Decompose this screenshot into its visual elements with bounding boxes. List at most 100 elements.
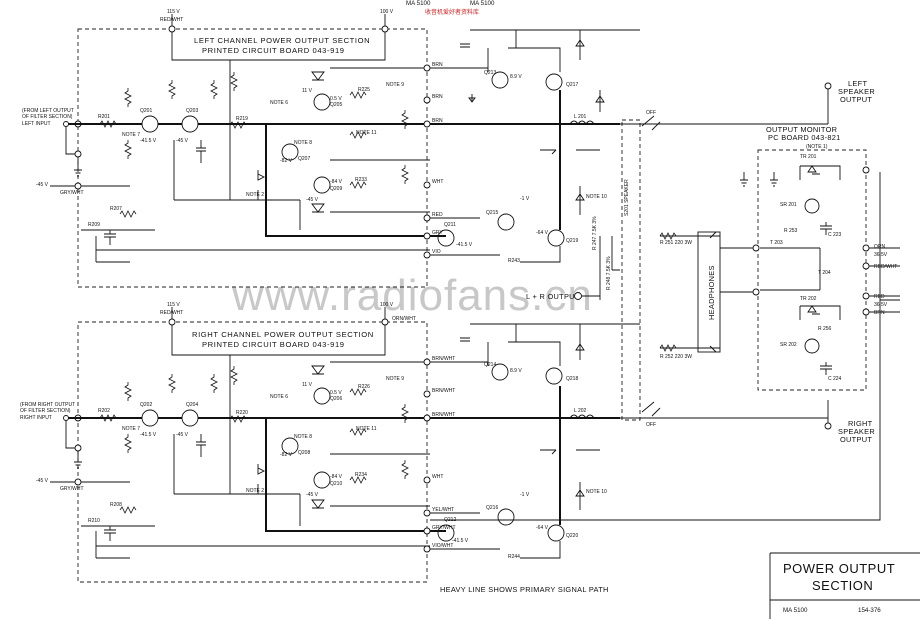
right-volt-6: -84 V: [330, 474, 343, 480]
left-volt-7: -45 V: [306, 197, 319, 203]
right-supply-node: [168, 318, 176, 326]
top-model-label: MA 5100: [406, 0, 431, 7]
monitor-tr201: TR 201: [800, 154, 817, 160]
right-wire-2: BRN/WHT: [432, 388, 455, 394]
left-note-10: NOTE 10: [586, 194, 607, 200]
left-label-r233: R233: [355, 177, 367, 183]
left-wire-2: BRN: [432, 94, 443, 100]
left-label-r219: R219: [236, 116, 248, 122]
left-note-8: NOTE 8: [294, 140, 312, 146]
left-input-jack[interactable]: [63, 121, 69, 127]
left-q211: [437, 229, 455, 247]
right-label-r234: R234: [355, 472, 367, 478]
right-note-10: NOTE 10: [586, 489, 607, 495]
output-monitor-board: OUTPUT MONITOR PC BOARD 043-821 (NOTE 1)…: [720, 125, 900, 391]
left-label-r243: R243: [508, 258, 520, 264]
right-note-8: NOTE 8: [294, 434, 312, 440]
monitor-c224: C 224: [828, 376, 842, 382]
monitor-sr201-label: SR 201: [780, 202, 797, 208]
left-volt-9: -1 V: [520, 196, 530, 202]
right-q218: [545, 367, 563, 385]
monitor-wire-red: RED: [874, 294, 885, 300]
left-wire-4: WHT: [432, 179, 443, 185]
right-q202: [141, 409, 159, 427]
left-speaker-terminal[interactable]: [824, 82, 832, 90]
right-q212: [437, 524, 455, 542]
left-supply-node: [168, 25, 176, 33]
left-board-title: LEFT CHANNEL POWER OUTPUT SECTION: [194, 36, 370, 45]
right-label-q220: Q220: [566, 533, 578, 539]
right-input-label: RIGHT INPUT: [20, 415, 52, 421]
left-volt-4: 0.5 V: [330, 96, 342, 102]
left-speaker-label-1: LEFT: [848, 79, 867, 88]
monitor-c223: C 223: [828, 232, 842, 238]
left-note-6: NOTE 6: [270, 100, 288, 106]
r251-label: R 251 220 3W: [660, 240, 692, 246]
monitor-sr202-label: SR 202: [780, 342, 797, 348]
right-wire-7: VIO/WHT: [432, 543, 453, 549]
right-speaker-terminal[interactable]: [824, 422, 832, 430]
right-volt-10: -64 V: [536, 525, 549, 531]
monitor-r256: R 256: [818, 326, 832, 332]
right-note-7: NOTE 7: [122, 426, 140, 432]
left-label-q205: Q205: [330, 102, 342, 108]
left-label-q213: Q213: [484, 70, 496, 76]
left-volt-11: -41.5 V: [456, 242, 473, 248]
right-volt-2: -45 V: [176, 432, 189, 438]
left-volt-1: -41.5 V: [140, 138, 157, 144]
monitor-node-4: [862, 292, 870, 300]
right-q210: [313, 471, 331, 489]
left-label-r209: R209: [88, 222, 100, 228]
left-supply-right: 100 V: [380, 9, 394, 15]
right-channel-board: RIGHT CHANNEL POWER OUTPUT SECTION PRINT…: [20, 302, 607, 583]
right-supply-right-wire: ORN/WHT: [392, 316, 416, 322]
title-block-drawing-no: 154-376: [858, 607, 881, 614]
right-label-r202: R202: [98, 408, 110, 414]
monitor-node-7: [752, 288, 760, 296]
right-wire-6: GRY/WHT: [432, 525, 456, 531]
left-wire-3: BRN: [432, 118, 443, 124]
right-input-jack[interactable]: [63, 415, 69, 421]
left-volt-6: -84 V: [330, 179, 343, 185]
watermark: www.radiofans.cn: [231, 271, 593, 320]
r252-label: R 252 220 3W: [660, 354, 692, 360]
signal-path-note: HEAVY LINE SHOWS PRIMARY SIGNAL PATH: [440, 585, 609, 594]
left-fuse-label: L 201: [574, 114, 587, 120]
left-board-subtitle: PRINTED CIRCUIT BOARD 043-919: [202, 46, 345, 55]
right-volt-9: -1 V: [520, 492, 530, 498]
left-input-gnd-node: [74, 150, 82, 158]
left-label-q219: Q219: [566, 238, 578, 244]
right-label-r244: R244: [508, 554, 520, 560]
right-label-q202: Q202: [140, 402, 152, 408]
right-fuse-label: L 202: [574, 408, 587, 414]
monitor-sr201: [804, 198, 820, 214]
left-volt-5: -82 V: [280, 158, 293, 164]
left-label-r201: R201: [98, 114, 110, 120]
monitor-volt-1: 36.5V: [874, 252, 888, 258]
right-volt-11: -41.5 V: [452, 538, 469, 544]
title-block-line1: POWER OUTPUT: [783, 561, 895, 576]
right-note-9: NOTE 9: [386, 376, 404, 382]
left-switch-state: OFF: [646, 110, 656, 116]
right-neg-supply-wire: GRY/WHT: [60, 486, 84, 492]
monitor-r253: R 253: [784, 228, 798, 234]
left-speaker-label-2: SPEAKER: [838, 87, 875, 96]
monitor-title: OUTPUT MONITOR: [766, 125, 837, 134]
left-neg-supply-wire: GRY/WHT: [60, 190, 84, 196]
left-input-note-2: OF FILTER SECTION): [22, 114, 73, 120]
monitor-t204: T 204: [818, 270, 831, 276]
left-q205: [313, 93, 331, 111]
monitor-outline: [757, 149, 867, 391]
right-label-r226: R226: [358, 384, 370, 390]
left-q203: [181, 115, 199, 133]
right-label-q218: Q218: [566, 376, 578, 382]
right-neg-supply: -45 V: [36, 478, 49, 484]
right-wire-1: BRN/WHT: [432, 356, 455, 362]
r247-label: R 247 7.5K 3%: [592, 216, 598, 250]
left-label-q217: Q217: [566, 82, 578, 88]
right-q214: [491, 363, 509, 381]
right-input-note-2: OF FILTER SECTION): [20, 408, 71, 414]
right-label-q204: Q204: [186, 402, 198, 408]
lr-output-jack[interactable]: [574, 292, 582, 300]
